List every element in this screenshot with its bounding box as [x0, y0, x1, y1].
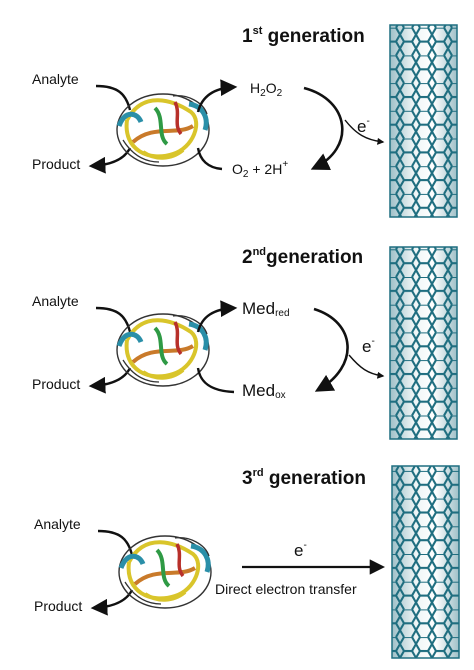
- enzyme-1: [116, 93, 210, 167]
- o2-label: O2 + 2H+: [232, 159, 288, 180]
- analyte-label-2: Analyte: [32, 293, 79, 309]
- electron-label-3: e-: [294, 540, 307, 560]
- carbon-nanotube-3: [391, 465, 460, 659]
- analyte-label-3: Analyte: [34, 516, 81, 532]
- product-label-2: Product: [32, 376, 80, 392]
- electron-arrow-2: [348, 354, 385, 379]
- panel-1st-generation: 1st generation Analyte Product H2O2 O2 +…: [32, 24, 458, 218]
- product-arrow-3: [90, 589, 134, 616]
- direct-transfer-label: Direct electron transfer: [215, 581, 357, 597]
- product-arrow-2: [88, 367, 132, 394]
- panel-3rd-generation: 3rd generation Analyte Product e- Direct…: [34, 465, 460, 659]
- product-arrow-1: [88, 147, 132, 174]
- med-red-label: Medred: [242, 299, 290, 319]
- analyte-arrow-3: [97, 529, 134, 556]
- analyte-arrow-1: [95, 84, 132, 111]
- electron-arrow-1: [344, 119, 385, 145]
- carbon-nanotube-1: [389, 24, 458, 218]
- redox-cycle-arrow-1: [303, 86, 344, 170]
- product-label-1: Product: [32, 156, 80, 172]
- panel-2nd-generation: 2ndgeneration Analyte Product Medred Med…: [32, 246, 458, 440]
- enzyme-3: [118, 535, 212, 609]
- med-ox-label: Medox: [242, 381, 286, 401]
- product-label-3: Product: [34, 598, 82, 614]
- electron-label-2: e-: [362, 336, 375, 356]
- h2o2-label: H2O2: [250, 80, 283, 99]
- electron-label-1: e-: [357, 116, 370, 136]
- analyte-label-1: Analyte: [32, 71, 79, 87]
- enzyme-2: [116, 313, 210, 387]
- carbon-nanotube-2: [389, 246, 458, 440]
- medox-arrow: [196, 367, 235, 394]
- medred-arrow: [196, 300, 238, 333]
- o2-arrow-1: [196, 147, 223, 171]
- gen-title-3: 3rd generation: [242, 467, 366, 489]
- gen-title-1: 1st generation: [242, 25, 365, 47]
- h2o2-arrow-1: [196, 79, 238, 113]
- gen-title-2: 2ndgeneration: [242, 246, 363, 268]
- analyte-arrow-2: [95, 306, 132, 333]
- redox-cycle-arrow-2: [313, 307, 349, 392]
